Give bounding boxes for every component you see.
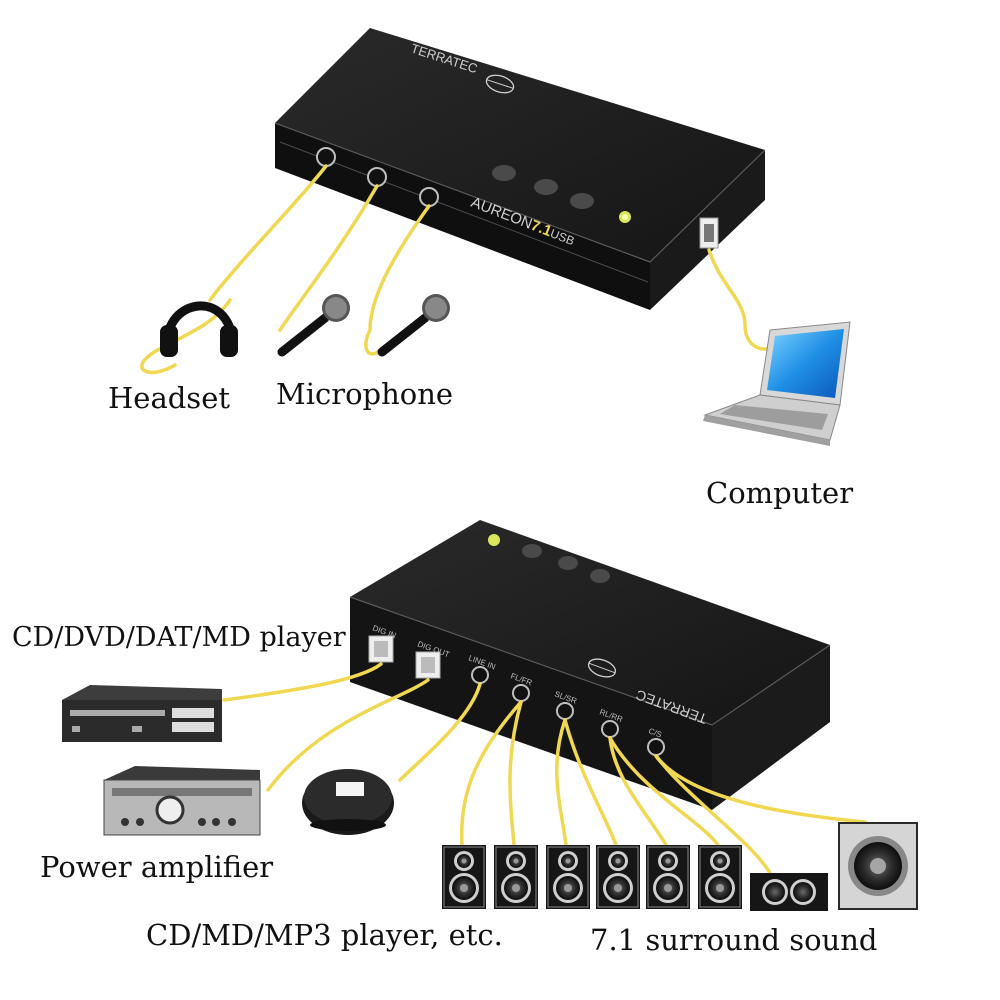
computer-label: Computer <box>706 476 853 510</box>
top-sound-card: TERRATEC AUREON7.1USB <box>275 28 765 310</box>
center-speaker-icon <box>750 873 828 911</box>
usb-port[interactable] <box>700 218 718 248</box>
line-in-jack[interactable] <box>472 667 488 683</box>
speaker-icon <box>596 845 640 909</box>
dig-in-port[interactable] <box>369 636 393 662</box>
portable-player-label: CD/MD/MP3 player, etc. <box>146 918 503 952</box>
button[interactable] <box>590 569 610 583</box>
rl-rr-jack[interactable] <box>602 721 618 737</box>
microphone-label: Microphone <box>276 377 453 411</box>
cd-player-label: CD/DVD/DAT/MD player <box>12 622 346 653</box>
portable-cd-player-icon <box>302 769 394 835</box>
volume-down-button[interactable] <box>492 165 516 181</box>
surround-label: 7.1 surround sound <box>590 923 877 957</box>
button[interactable] <box>522 544 542 558</box>
status-led <box>619 211 631 223</box>
mute-button[interactable] <box>570 193 594 209</box>
headphones-icon <box>160 306 238 357</box>
cd-player-icon <box>62 685 222 742</box>
sl-sr-jack[interactable] <box>557 703 573 719</box>
laptop-icon <box>703 322 850 446</box>
c-s-jack[interactable] <box>648 739 664 755</box>
status-led <box>488 534 500 546</box>
volume-up-button[interactable] <box>534 179 558 195</box>
amplifier-icon <box>104 766 260 835</box>
bottom-sound-card: DIG IN DIG OUT LINE IN FL/FR SL/SR RL/RR… <box>350 520 830 810</box>
mic-jack-2[interactable] <box>420 188 438 206</box>
microphone-icon <box>282 294 350 352</box>
button[interactable] <box>558 556 578 570</box>
power-amplifier-label: Power amplifier <box>40 850 273 884</box>
headset-label: Headset <box>108 381 230 415</box>
headphone-jack[interactable] <box>317 148 335 166</box>
microphone-icon <box>382 294 450 352</box>
speaker-icon <box>546 845 590 909</box>
speaker-icon <box>442 845 486 909</box>
subwoofer-icon <box>838 822 918 910</box>
dig-out-port[interactable] <box>416 652 440 678</box>
speaker-icon <box>494 845 538 909</box>
mic-jack-1[interactable] <box>368 168 386 186</box>
speaker-icon <box>646 845 690 909</box>
speaker-icon <box>698 845 742 909</box>
fl-fr-jack[interactable] <box>513 685 529 701</box>
